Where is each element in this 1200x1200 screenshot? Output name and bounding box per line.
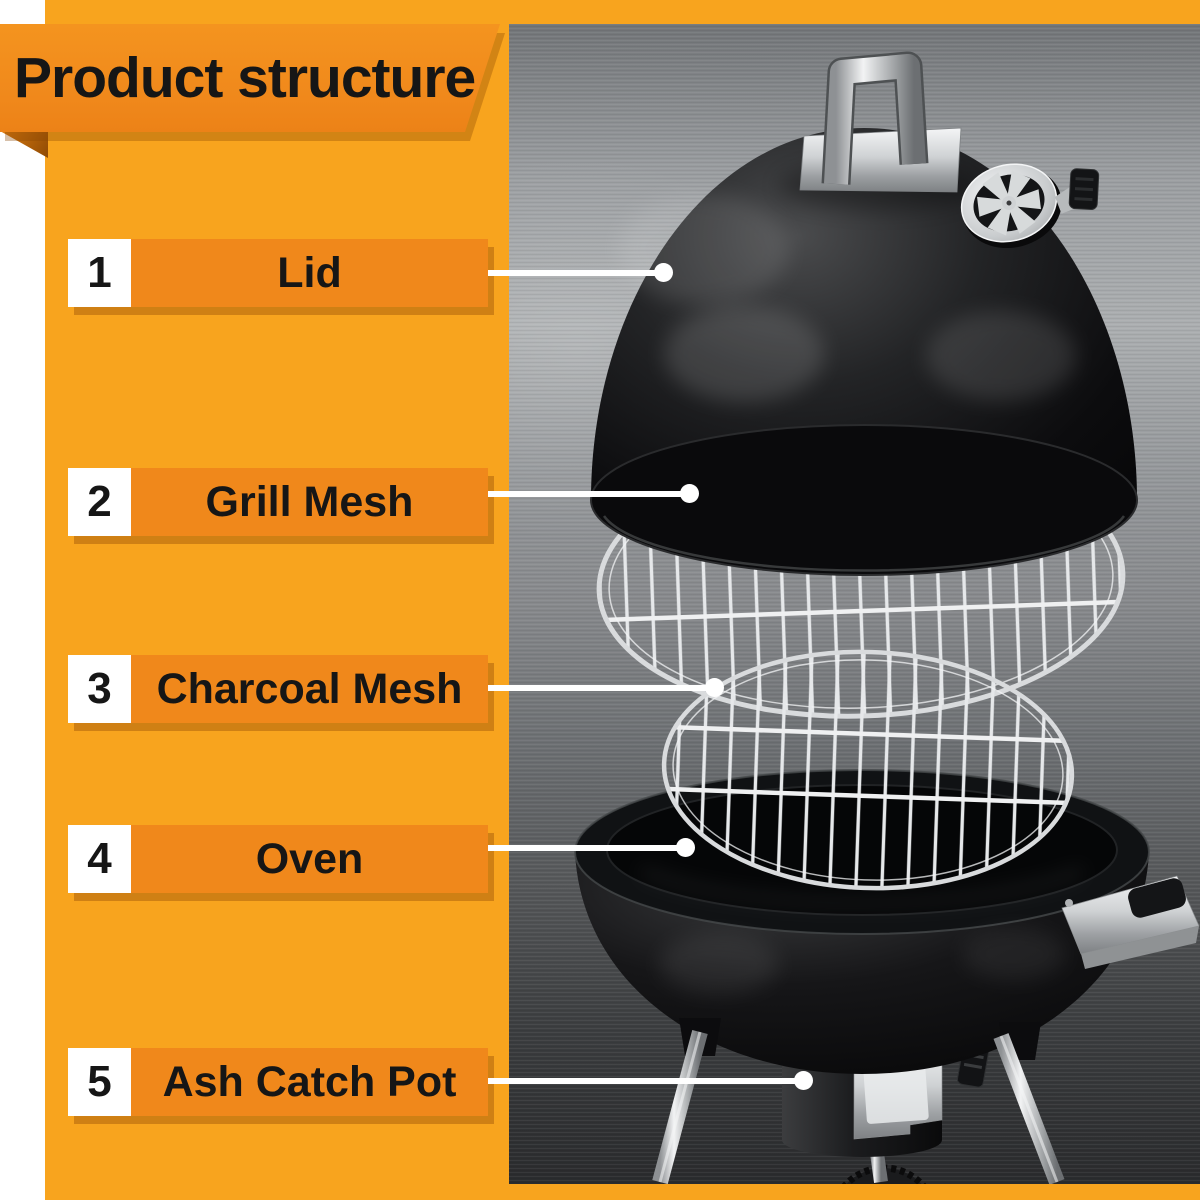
- part-label: Lid: [131, 239, 488, 307]
- oven-handle: [1061, 875, 1200, 969]
- part-row-oven: 4 Oven: [68, 825, 488, 893]
- part-label: Charcoal Mesh: [131, 655, 488, 723]
- title-banner: Product structure: [0, 24, 500, 132]
- callout-dot: [676, 838, 695, 857]
- lid-part: [590, 51, 1138, 576]
- grill-illustration: [574, 51, 1200, 1184]
- part-row-lid: 1 Lid: [68, 239, 488, 307]
- callout-line-grill-mesh: [488, 484, 699, 503]
- callout-line-ash-catch-pot: [488, 1071, 813, 1090]
- part-number: 5: [68, 1048, 131, 1116]
- part-label: Oven: [131, 825, 488, 893]
- product-photo: [509, 24, 1200, 1184]
- callout-line-charcoal-mesh: [488, 678, 724, 697]
- part-row-charcoal-mesh: 3 Charcoal Mesh: [68, 655, 488, 723]
- charcoal-mesh-part: [661, 649, 1075, 891]
- callout-dot: [680, 484, 699, 503]
- callout-line-oven: [488, 838, 695, 857]
- callout-dot: [705, 678, 724, 697]
- part-number: 2: [68, 468, 131, 536]
- callout-line-lid: [488, 263, 673, 282]
- legs: [652, 1029, 1065, 1184]
- part-label: Grill Mesh: [131, 468, 488, 536]
- part-number: 3: [68, 655, 131, 723]
- part-row-ash-catch-pot: 5 Ash Catch Pot: [68, 1048, 488, 1116]
- callout-dot: [794, 1071, 813, 1090]
- part-row-grill-mesh: 2 Grill Mesh: [68, 468, 488, 536]
- page-title: Product structure: [14, 46, 476, 110]
- part-label: Ash Catch Pot: [131, 1048, 488, 1116]
- part-number: 1: [68, 239, 131, 307]
- part-number: 4: [68, 825, 131, 893]
- lid-vent: [960, 163, 1100, 249]
- callout-dot: [654, 263, 673, 282]
